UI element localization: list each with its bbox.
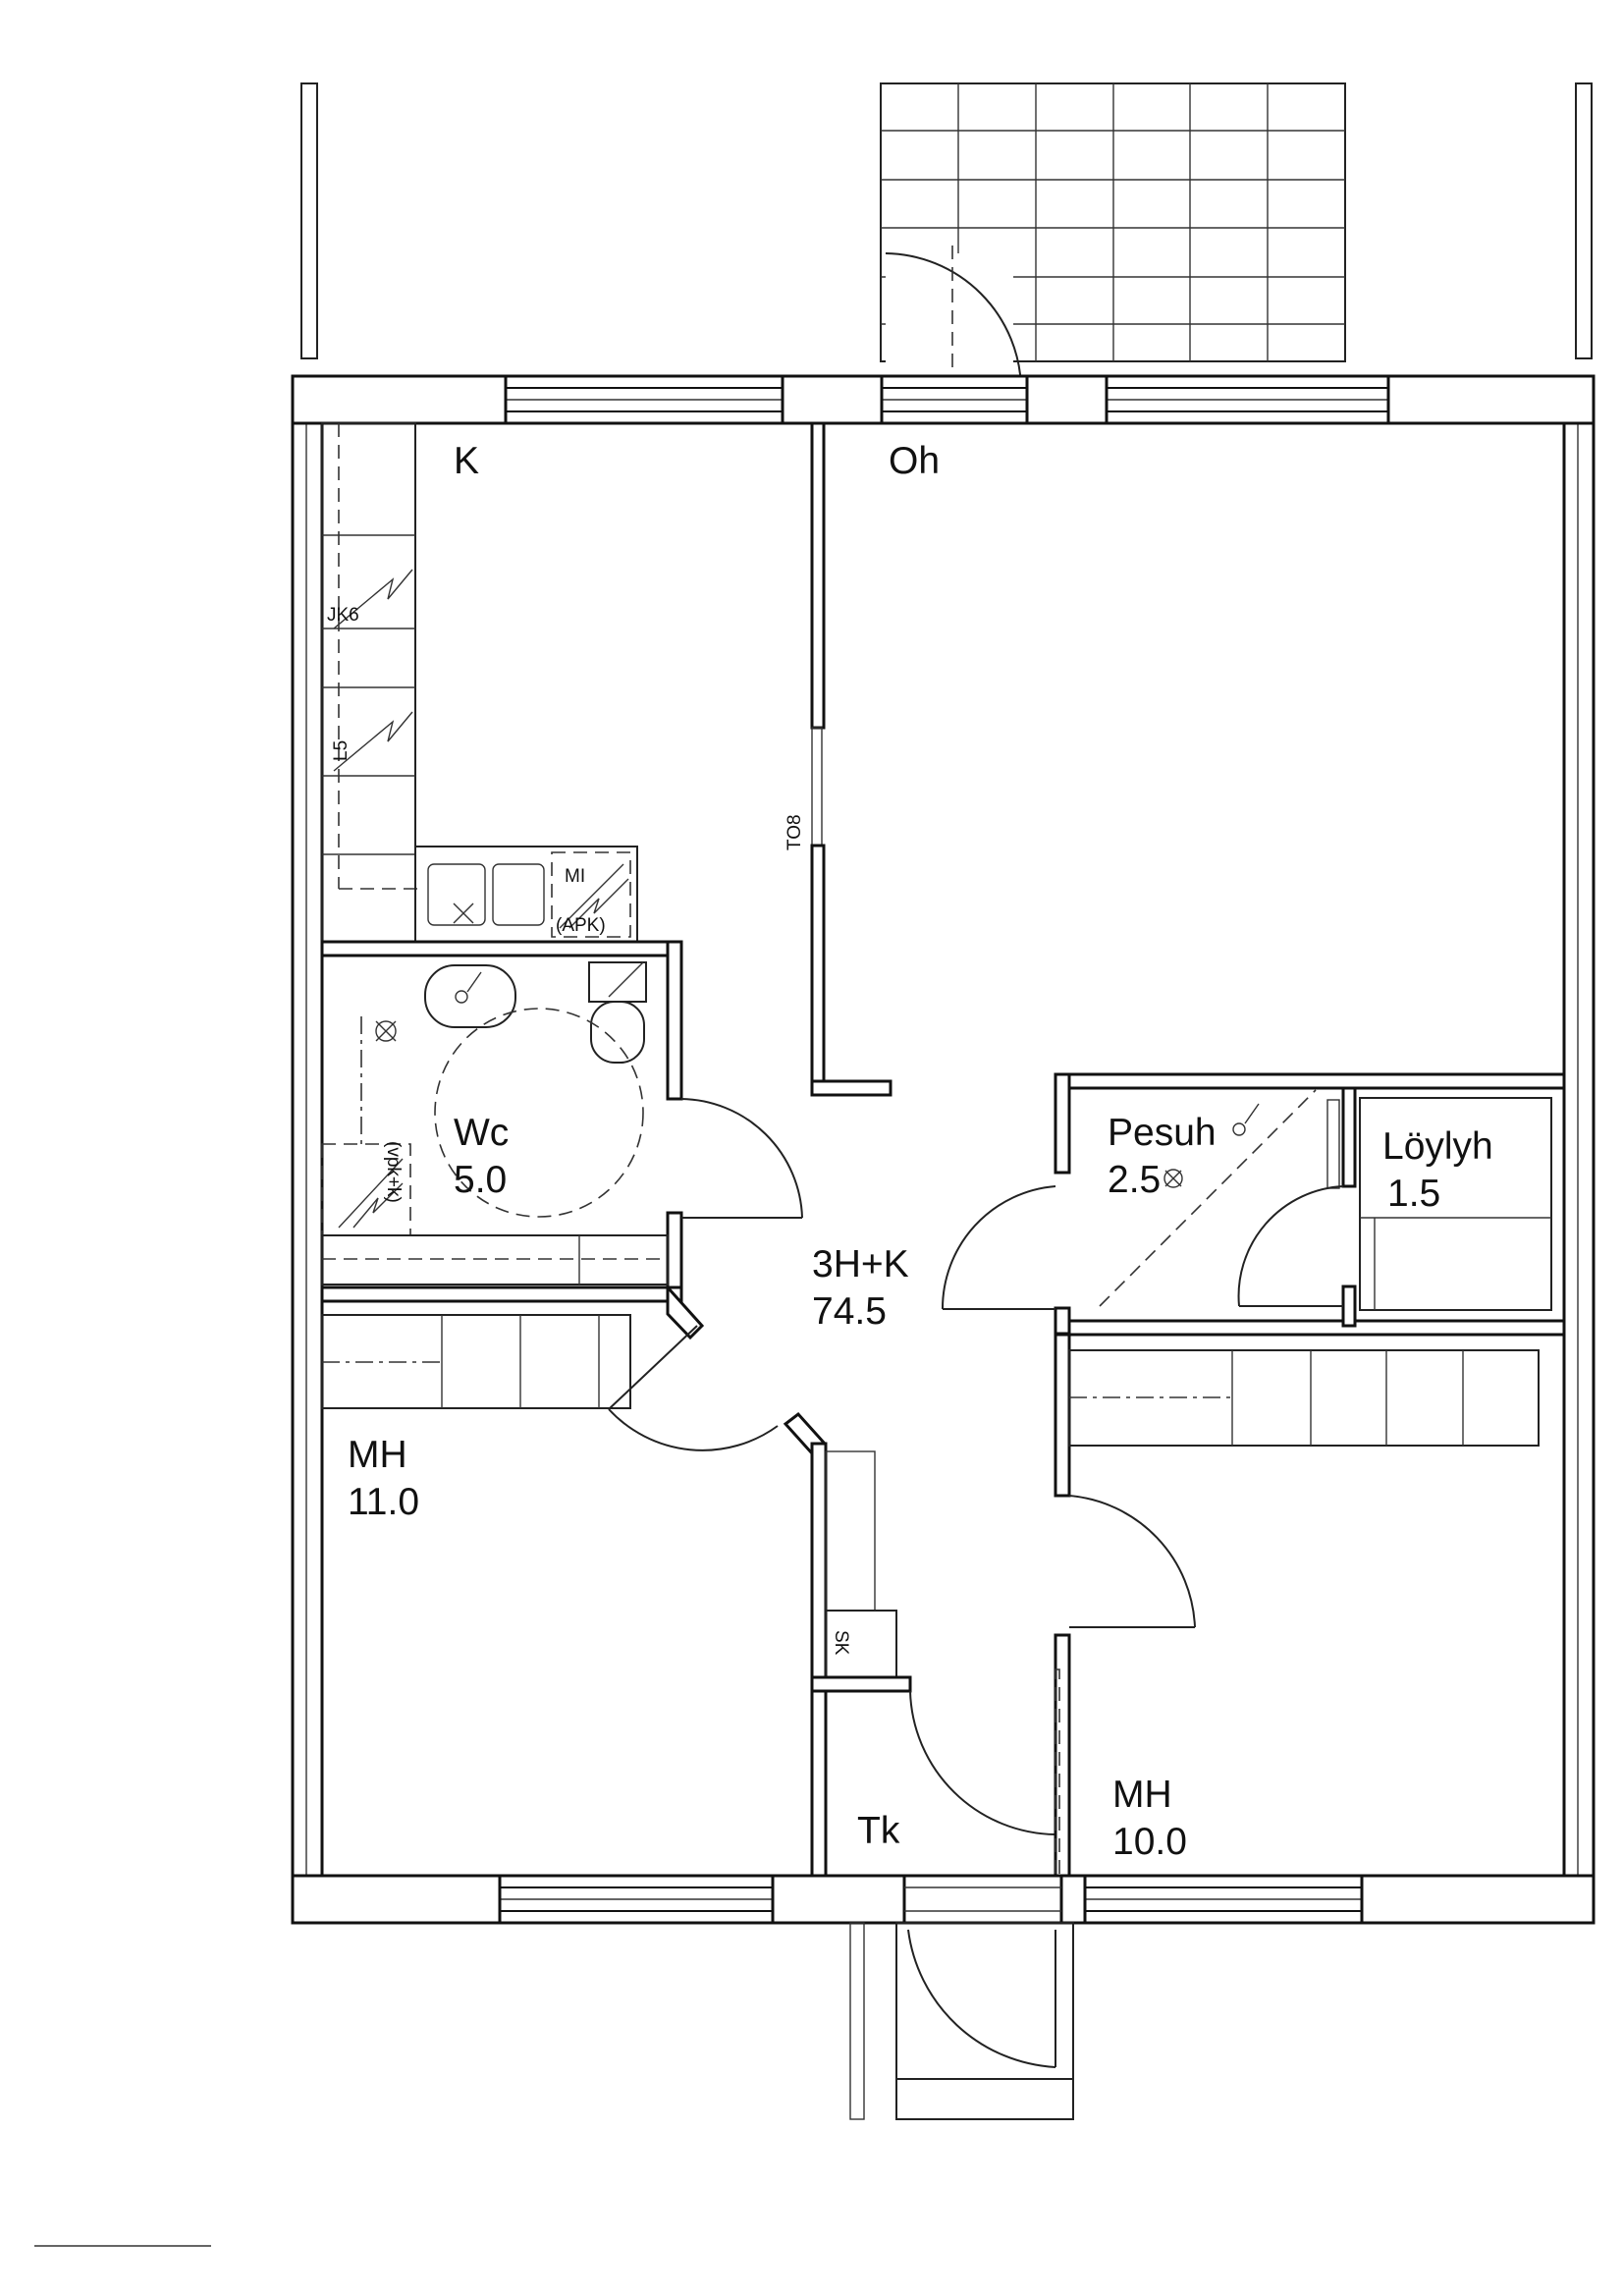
room-label-closet: Tk: [857, 1810, 900, 1852]
right-balcony-post: [1575, 82, 1593, 359]
entrance-door[interactable]: [907, 1929, 1056, 2068]
bedroom2-walls: [1054, 1332, 1071, 1878]
room-label-living: Oh: [889, 440, 940, 482]
bedroom2-door[interactable]: [1068, 1495, 1196, 1628]
room-label-wc: Wc: [454, 1112, 509, 1154]
fixture-vpk: (vpk+k): [383, 1141, 404, 1203]
washroom-fixtures: [1099, 1089, 1317, 1307]
room-label-bedroom1: MH: [348, 1434, 407, 1476]
wc-fixtures: [321, 961, 669, 1285]
bottom-windows: [291, 1874, 1596, 1925]
bedroom1-door[interactable]: [608, 1325, 779, 1451]
fixture-l5: L5: [331, 740, 352, 761]
fixture-to8: TO8: [784, 814, 805, 850]
fixture-mi: MI: [565, 866, 585, 887]
room-area-sauna: 1.5: [1387, 1173, 1440, 1215]
top-windows: [291, 374, 1596, 425]
bedroom2-wardrobe: [1068, 1349, 1540, 1447]
fixture-jk6: JK6: [327, 605, 359, 626]
wardrobe-partition: [810, 421, 893, 1097]
apartment-type: 3H+K: [812, 1243, 909, 1285]
corridor-walls: [783, 1411, 912, 1878]
room-label-sauna: Löylyh: [1382, 1125, 1493, 1168]
balcony-door[interactable]: [885, 246, 1022, 390]
room-label-kitchen: K: [454, 440, 479, 482]
room-label-washroom: Pesuh: [1108, 1112, 1217, 1154]
bedroom1-wardrobe: [321, 1314, 631, 1409]
sauna-door[interactable]: [1237, 1185, 1344, 1307]
kitchen-cabinets: [321, 422, 422, 943]
washroom-door[interactable]: [941, 1185, 1056, 1310]
entrance-porch: [849, 1922, 1074, 2120]
left-balcony-post: [300, 82, 318, 359]
fixture-sk: SK: [831, 1630, 851, 1656]
room-area-washroom: 2.5: [1108, 1159, 1161, 1201]
room-area-bedroom1: 11.0: [348, 1481, 419, 1523]
apartment-area: 74.5: [812, 1290, 887, 1333]
washroom-walls: [1054, 1072, 1566, 1337]
room-area-bedroom2: 10.0: [1112, 1821, 1187, 1863]
room-area-wc: 5.0: [454, 1159, 507, 1201]
room-label-bedroom2: MH: [1112, 1774, 1172, 1816]
closet-door[interactable]: [909, 1690, 1056, 1835]
balcony-tiles: [880, 82, 1346, 362]
fixture-apk: (APK): [556, 915, 606, 936]
wc-door[interactable]: [680, 1098, 803, 1219]
